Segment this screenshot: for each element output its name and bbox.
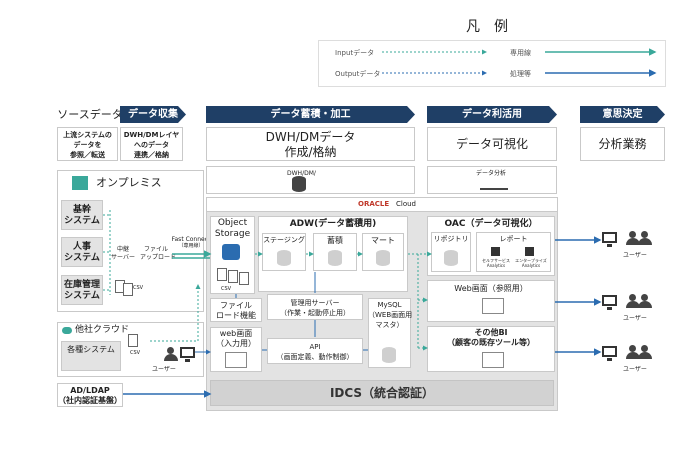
enterprise-label: エンタープライズ Analytics — [515, 258, 547, 268]
file-upload-label: ファイル アップロード — [140, 246, 177, 261]
mysql-label: MySQL （WEB画面用 マスタ） — [368, 301, 413, 329]
mgmt-server-box: 管理用サーバー （作業・起動停止用） — [267, 294, 363, 320]
mysql-db-icon — [382, 347, 396, 363]
other-bi-label: その他BI （顧客の既存ツール等） — [447, 328, 535, 347]
object-storage-label: Object Storage — [214, 218, 251, 239]
web-chart-icon — [225, 352, 247, 368]
idcs-bar: IDCS（統合認証） — [210, 380, 554, 406]
storage-icon — [222, 244, 240, 260]
oracle-cloud-label: Cloud — [396, 200, 416, 208]
database-icon — [292, 176, 306, 192]
mart-label: マート — [371, 236, 395, 245]
onprem-title: オンプレミス — [96, 176, 162, 189]
csv-label: CSV — [133, 285, 144, 291]
building-icon — [72, 176, 88, 190]
staging-label: ステージング — [263, 236, 305, 244]
cloud-icon — [62, 327, 72, 334]
user-label-1: ユーザー — [623, 252, 647, 259]
repository-db-icon — [444, 250, 458, 266]
header-use: データ利活用 — [427, 106, 557, 123]
user-monitor-icon — [180, 347, 195, 362]
legend-processing-label: 処理等 — [510, 70, 531, 78]
user-icon — [626, 345, 640, 359]
other-bi-chart-icon — [482, 352, 504, 368]
other-cloud-title: 他社クラウド — [75, 325, 130, 335]
legend-box — [318, 40, 666, 87]
report-box — [476, 232, 551, 272]
oracle-header-bar — [206, 197, 558, 212]
user-icon — [638, 294, 652, 308]
analysis-chart-icon — [480, 178, 508, 190]
accum-db-icon — [328, 250, 342, 266]
relay-server-label: 中継 サーバー — [111, 246, 135, 261]
dwh-icon-label: DWH/DM/ — [287, 170, 316, 177]
header-store: データ蓄積・加工 — [206, 106, 415, 123]
cloud-user-label: ユーザー — [152, 366, 176, 373]
file-load-box: ファイル ロード機能 — [210, 298, 262, 322]
csv-file-icon — [217, 268, 227, 281]
api-box: API （画面定義、動作制御） — [267, 338, 363, 364]
web-input-label: web画面 （入力用） — [216, 329, 256, 348]
mart-db-icon — [376, 250, 390, 266]
user-icon — [164, 347, 178, 361]
user-label-2: ユーザー — [623, 315, 647, 322]
viz-icon-label: データ分析 — [476, 170, 507, 177]
oracle-logo: ORACLE — [358, 200, 390, 208]
header-source: ソースデータ — [56, 106, 124, 123]
inventory-system: 在庫管理 システム — [61, 275, 103, 305]
repository-label: リポジトリ — [433, 235, 469, 243]
web-ref-label: Web画面（参照用） — [454, 284, 528, 293]
csv-file-icon — [128, 334, 138, 347]
user-monitor-icon — [602, 295, 617, 310]
legend-dedicated-label: 専用線 — [510, 49, 531, 57]
core-system: 基幹 システム — [61, 200, 103, 230]
storage-csv-label: CSV — [221, 286, 232, 292]
dwh-create-box: DWH/DMデータ 作成/格納 — [206, 127, 415, 161]
hr-system: 人事 システム — [61, 237, 103, 267]
dwh-icon-box — [206, 166, 415, 194]
dwh-title: DWH/DMデータ — [265, 130, 356, 144]
ad-ldap-box: AD/LDAP （社内認証基盤） — [57, 383, 123, 407]
user-icon — [626, 231, 640, 245]
analysis-box: 分析業務 — [580, 127, 665, 161]
header-decide: 意思決定 — [580, 106, 665, 123]
cloud-csv-label: CSV — [130, 350, 141, 356]
legend-title: 凡 例 — [466, 19, 508, 35]
self-service-icon — [491, 247, 500, 256]
user-icon — [638, 345, 652, 359]
self-service-label: セルフサービス Analytics — [482, 258, 510, 268]
header-collect: データ収集 — [120, 106, 186, 123]
csv-file-icon — [239, 272, 249, 285]
report-label: レポート — [499, 235, 528, 243]
web-ref-chart-icon — [482, 298, 504, 314]
analysis-title: 分析業務 — [598, 137, 647, 151]
adw-title: ADW(データ蓄積用) — [289, 219, 377, 229]
fast-connect-sub: （専用線） — [178, 243, 204, 249]
enterprise-icon — [525, 247, 534, 256]
legend-output-label: Outputデータ — [335, 70, 381, 78]
user-monitor-icon — [602, 346, 617, 361]
user-monitor-icon — [602, 232, 617, 247]
legend-input-label: Inputデータ — [335, 49, 375, 57]
idcs-label: IDCS（統合認証） — [329, 386, 435, 400]
src-ref-label: 上流システムの データを 参照／転送 — [57, 127, 118, 161]
viz-box: データ可視化 — [427, 127, 557, 161]
accum-label: 蓄積 — [327, 236, 343, 245]
csv-file-icon — [123, 283, 133, 296]
viz-title: データ可視化 — [455, 137, 528, 151]
user-label-3: ユーザー — [623, 366, 647, 373]
staging-db-icon — [277, 250, 291, 266]
various-systems: 各種システム — [61, 341, 121, 371]
oac-title: OAC（データ可視化） — [444, 219, 538, 229]
fast-connect-label: Fast Connect — [171, 236, 211, 243]
user-icon — [638, 231, 652, 245]
dwh-link-label: DWH/DMレイヤ へのデータ 連携／格納 — [120, 127, 183, 161]
user-icon — [626, 294, 640, 308]
csv-file-icon — [228, 270, 238, 283]
dwh-subtitle: 作成/格納 — [284, 145, 337, 159]
